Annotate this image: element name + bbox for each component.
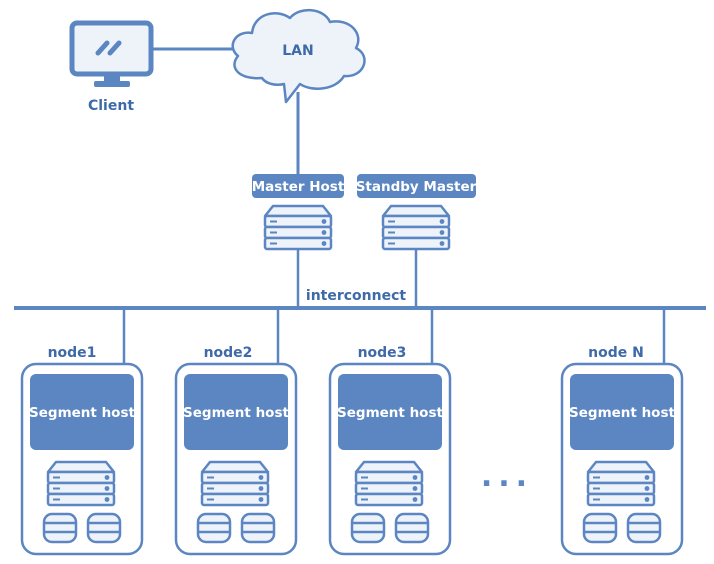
- master-host-tag: [252, 174, 344, 198]
- node-1: node1 Segment host: [20, 308, 144, 556]
- node-label: node2: [204, 345, 253, 361]
- lan-label: LAN: [282, 43, 313, 59]
- server-icon: [46, 460, 116, 507]
- ellipsis: ...: [481, 459, 533, 494]
- database-icon: [42, 512, 78, 544]
- monitor-icon: [69, 20, 154, 87]
- standby-master-tag: [357, 174, 476, 198]
- master-server-icon: [263, 204, 333, 251]
- node-label: node3: [358, 345, 407, 361]
- node-n: node N Segment host: [560, 308, 684, 556]
- segment-host-label: Segment host: [337, 405, 443, 421]
- database-icon: [394, 512, 430, 544]
- interconnect-label: interconnect: [306, 288, 407, 304]
- database-icon: [350, 512, 386, 544]
- database-icon: [196, 512, 232, 544]
- server-icon: [200, 460, 270, 507]
- segment-host-label: Segment host: [569, 405, 675, 421]
- node-label: node1: [48, 345, 97, 361]
- cloud-icon: [231, 9, 366, 104]
- node-2: node2 Segment host: [174, 308, 298, 556]
- database-icon: [626, 512, 662, 544]
- server-icon: [354, 460, 424, 507]
- standby-master-label: Standby Master: [356, 179, 477, 195]
- segment-host-box: [338, 374, 442, 450]
- segment-host-label: Segment host: [29, 405, 135, 421]
- standby-server-icon: [381, 204, 451, 251]
- database-icon: [86, 512, 122, 544]
- database-icon: [582, 512, 618, 544]
- server-icon: [586, 460, 656, 507]
- segment-host-box: [30, 374, 134, 450]
- master-host-label: Master Host: [252, 179, 345, 195]
- segment-host-label: Segment host: [183, 405, 289, 421]
- database-icon: [240, 512, 276, 544]
- client-label: Client: [88, 98, 134, 114]
- segment-host-box: [570, 374, 674, 450]
- node-label: node N: [588, 345, 644, 361]
- segment-host-box: [184, 374, 288, 450]
- node-3: node3 Segment host: [328, 308, 452, 556]
